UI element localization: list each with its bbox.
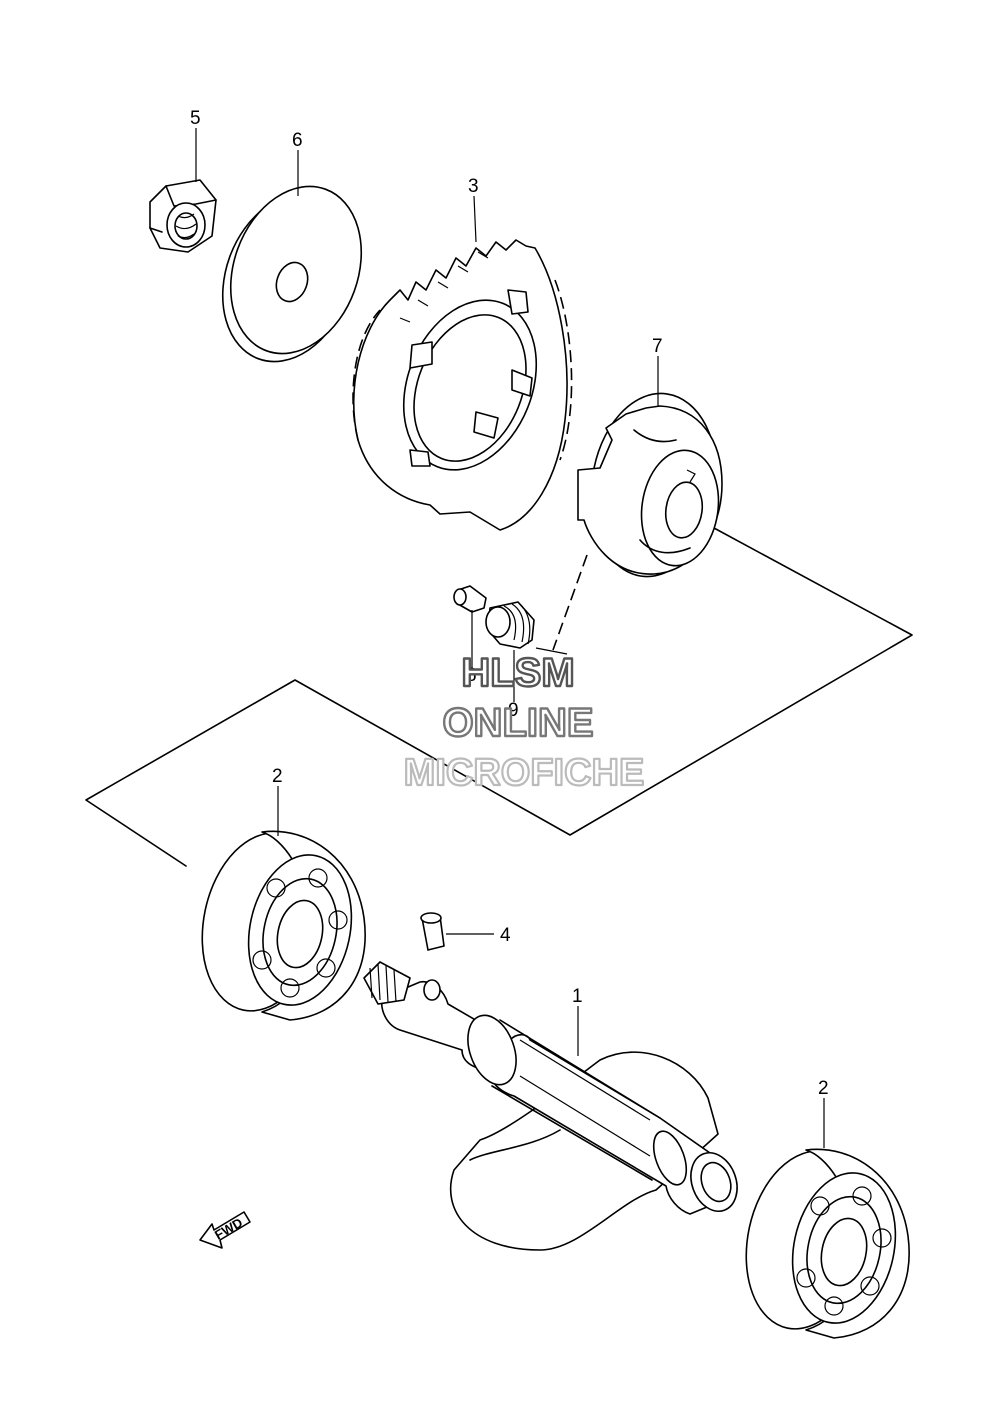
callout-4: 4 bbox=[500, 925, 511, 946]
assembly-outline bbox=[85, 527, 913, 867]
ball-bearing-lower-part bbox=[745, 1148, 910, 1339]
balancer-shaft-part bbox=[363, 961, 738, 1251]
callout-9: 9 bbox=[508, 700, 519, 721]
driven-gear-part bbox=[352, 239, 573, 531]
spring-part bbox=[485, 601, 535, 649]
callout-2-lower: 2 bbox=[818, 1078, 829, 1099]
callout-6: 6 bbox=[292, 130, 303, 151]
callout-2-upper: 2 bbox=[272, 766, 283, 787]
watermark-line-1: HLSM bbox=[461, 651, 574, 695]
callout-8: 8 bbox=[466, 665, 477, 686]
lock-nut-part bbox=[149, 179, 217, 253]
dowel-pin-part bbox=[420, 912, 445, 951]
callout-numbers: 5 6 3 7 8 9 2 4 1 2 bbox=[190, 108, 829, 1099]
callout-1: 1 bbox=[572, 986, 583, 1007]
callout-3: 3 bbox=[468, 176, 479, 197]
balancer-weight-part bbox=[577, 392, 723, 578]
watermark-line-2: ONLINE bbox=[442, 701, 593, 745]
forward-direction-arrow-icon: FWD bbox=[199, 1211, 251, 1249]
callout-5: 5 bbox=[190, 108, 201, 129]
callout-leaders bbox=[195, 128, 825, 1148]
pin-part bbox=[453, 585, 487, 613]
callout-7: 7 bbox=[652, 336, 663, 357]
ball-bearing-upper-part bbox=[201, 830, 366, 1021]
washer-part bbox=[221, 185, 363, 363]
hlsm-watermark: HLSM ONLINE MICROFICHE bbox=[403, 650, 646, 795]
watermark-line-3: MICROFICHE bbox=[404, 752, 645, 794]
